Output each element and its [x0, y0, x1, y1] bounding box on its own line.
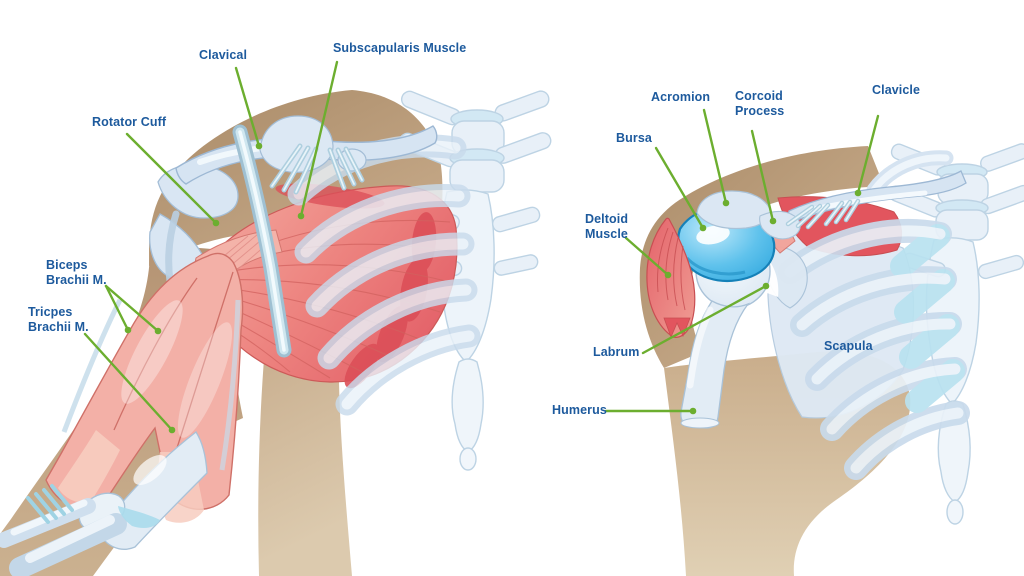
label-triceps: Tricpes Brachii M.: [28, 305, 89, 334]
leader-dots: [124, 142, 862, 434]
label-biceps: Biceps Brachii M.: [46, 258, 107, 287]
leader-lines: [83, 60, 880, 434]
label-labrum: Labrum: [593, 345, 640, 359]
right-skin-shoulder: [639, 146, 884, 368]
right-ribs: [778, 218, 970, 480]
leader-line-clavicle: [856, 114, 880, 195]
leader-line-bursa: [654, 146, 705, 230]
label-humerus: Humerus: [552, 403, 607, 417]
leader-line-acromion: [702, 108, 728, 205]
label-corcoid: Corcoid Process: [735, 89, 785, 118]
label-deltoid: Deltoid Muscle: [585, 212, 629, 241]
elbow-bones: [0, 431, 208, 576]
first-rib-ring: [866, 150, 954, 198]
leader-line-corcoid: [750, 129, 775, 223]
left-ribs: [287, 134, 481, 416]
leader-line-biceps-a: [104, 284, 130, 332]
leader-line-rotator-cuff: [125, 132, 218, 225]
coracoid-shape: [759, 210, 801, 240]
label-scapula: Scapula: [824, 339, 873, 353]
biceps-tendon: [232, 124, 292, 358]
label-clavical: Clavical: [199, 48, 248, 62]
leader-line-clavical: [234, 66, 261, 148]
leader-line-deltoid: [624, 236, 670, 277]
label-acromion: Acromion: [651, 90, 711, 104]
label-subscapularis: Subscapularis Muscle: [333, 41, 467, 55]
right-illustration: [639, 143, 1024, 576]
label-clavicle: Clavicle: [872, 83, 921, 97]
label-rotator-cuff: Rotator Cuff: [92, 115, 167, 129]
leader-line-subscapularis: [299, 60, 339, 218]
leader-line-labrum: [641, 284, 768, 355]
leader-line-biceps-b: [104, 284, 160, 333]
left-spine: [398, 90, 552, 471]
right-ligaments: [785, 198, 861, 230]
leader-line-triceps: [83, 332, 174, 432]
label-bursa: Bursa: [616, 131, 652, 145]
left-illustration: [0, 90, 552, 576]
